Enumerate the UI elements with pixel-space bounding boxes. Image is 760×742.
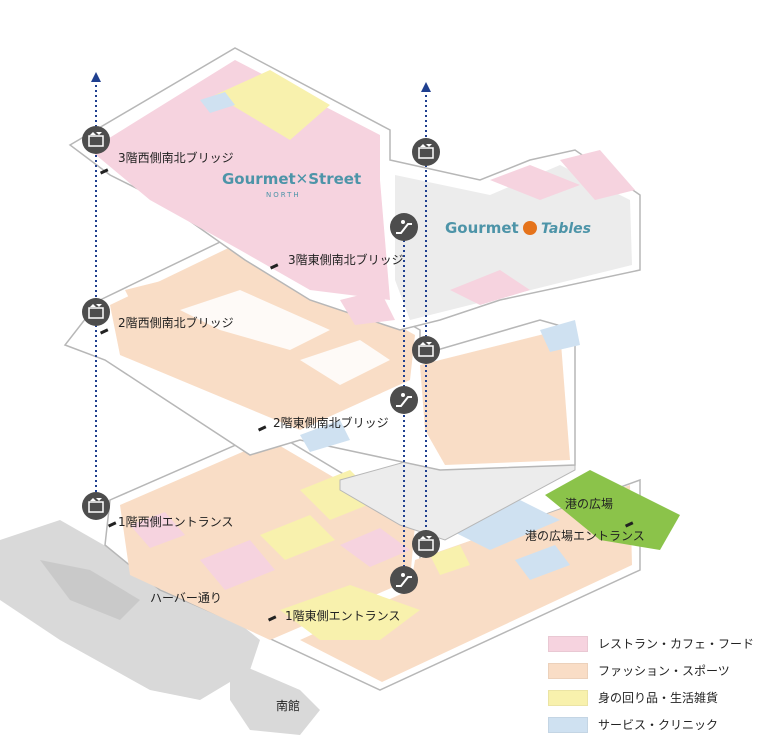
legend-swatch-fashion xyxy=(548,662,588,679)
label-port-plaza: 港の広場 xyxy=(565,497,613,511)
legend-item-restaurant: レストラン・カフェ・フード xyxy=(548,630,758,657)
south-building-area xyxy=(0,520,320,735)
legend-swatch-service xyxy=(548,716,588,733)
legend-label-service: サービス・クリニック xyxy=(598,718,719,732)
elevator-icon[interactable] xyxy=(82,298,110,326)
label-f2-west-bridge: 2階西側南北ブリッジ xyxy=(118,315,234,330)
legend-item-fashion: ファッション・スポーツ xyxy=(548,657,758,684)
gourmet-tables-logo: Gourmet Tables xyxy=(445,219,591,237)
escalator-icon[interactable] xyxy=(390,213,418,241)
legend: レストラン・カフェ・フード ファッション・スポーツ 身の回り品・生活雑貨 サービ… xyxy=(548,630,758,738)
svg-text:Gourmet✕Street: Gourmet✕Street xyxy=(222,170,361,188)
floor-2 xyxy=(63,229,580,471)
label-f2-east-bridge: 2階東側南北ブリッジ xyxy=(273,415,389,430)
elevator-icon[interactable] xyxy=(412,138,440,166)
legend-swatch-goods xyxy=(548,689,588,706)
elevator-icon[interactable] xyxy=(412,336,440,364)
svg-text:Tables: Tables xyxy=(541,221,591,237)
label-f3-west-bridge: 3階西側南北ブリッジ xyxy=(118,150,234,165)
label-south-building: 南館 xyxy=(276,698,300,713)
label-f1-east-entrance: 1階東側エントランス xyxy=(285,608,400,623)
fork-knife-icon xyxy=(523,221,537,235)
floor-1 xyxy=(104,429,680,691)
elevator-icon[interactable] xyxy=(82,126,110,154)
elevator-icon[interactable] xyxy=(412,530,440,558)
label-f3-east-bridge: 3階東側南北ブリッジ xyxy=(288,252,404,267)
escalator-icon[interactable] xyxy=(390,566,418,594)
legend-item-goods: 身の回り品・生活雑貨 xyxy=(548,684,758,711)
bridge-markers xyxy=(99,168,634,622)
gourmet-street-north-logo: Gourmet✕Street NORTH xyxy=(222,170,361,199)
svg-text:Gourmet: Gourmet xyxy=(445,219,519,237)
legend-label-goods: 身の回り品・生活雑貨 xyxy=(598,691,719,705)
floor-3 xyxy=(68,47,641,331)
connector-arrows xyxy=(91,72,431,92)
legend-item-service: サービス・クリニック xyxy=(548,711,758,738)
label-port-plaza-entrance: 港の広場エントランス xyxy=(525,529,645,543)
port-plaza-area xyxy=(545,470,680,550)
svg-text:NORTH: NORTH xyxy=(266,191,301,199)
label-harbor-street: ハーバー通り xyxy=(150,591,222,605)
elevator-icon[interactable] xyxy=(82,492,110,520)
escalator-icon[interactable] xyxy=(390,386,418,414)
label-f1-west-entrance: 1階西側エントランス xyxy=(118,514,233,529)
legend-swatch-restaurant xyxy=(548,635,588,652)
legend-label-fashion: ファッション・スポーツ xyxy=(598,664,730,678)
legend-label-restaurant: レストラン・カフェ・フード xyxy=(598,637,755,651)
